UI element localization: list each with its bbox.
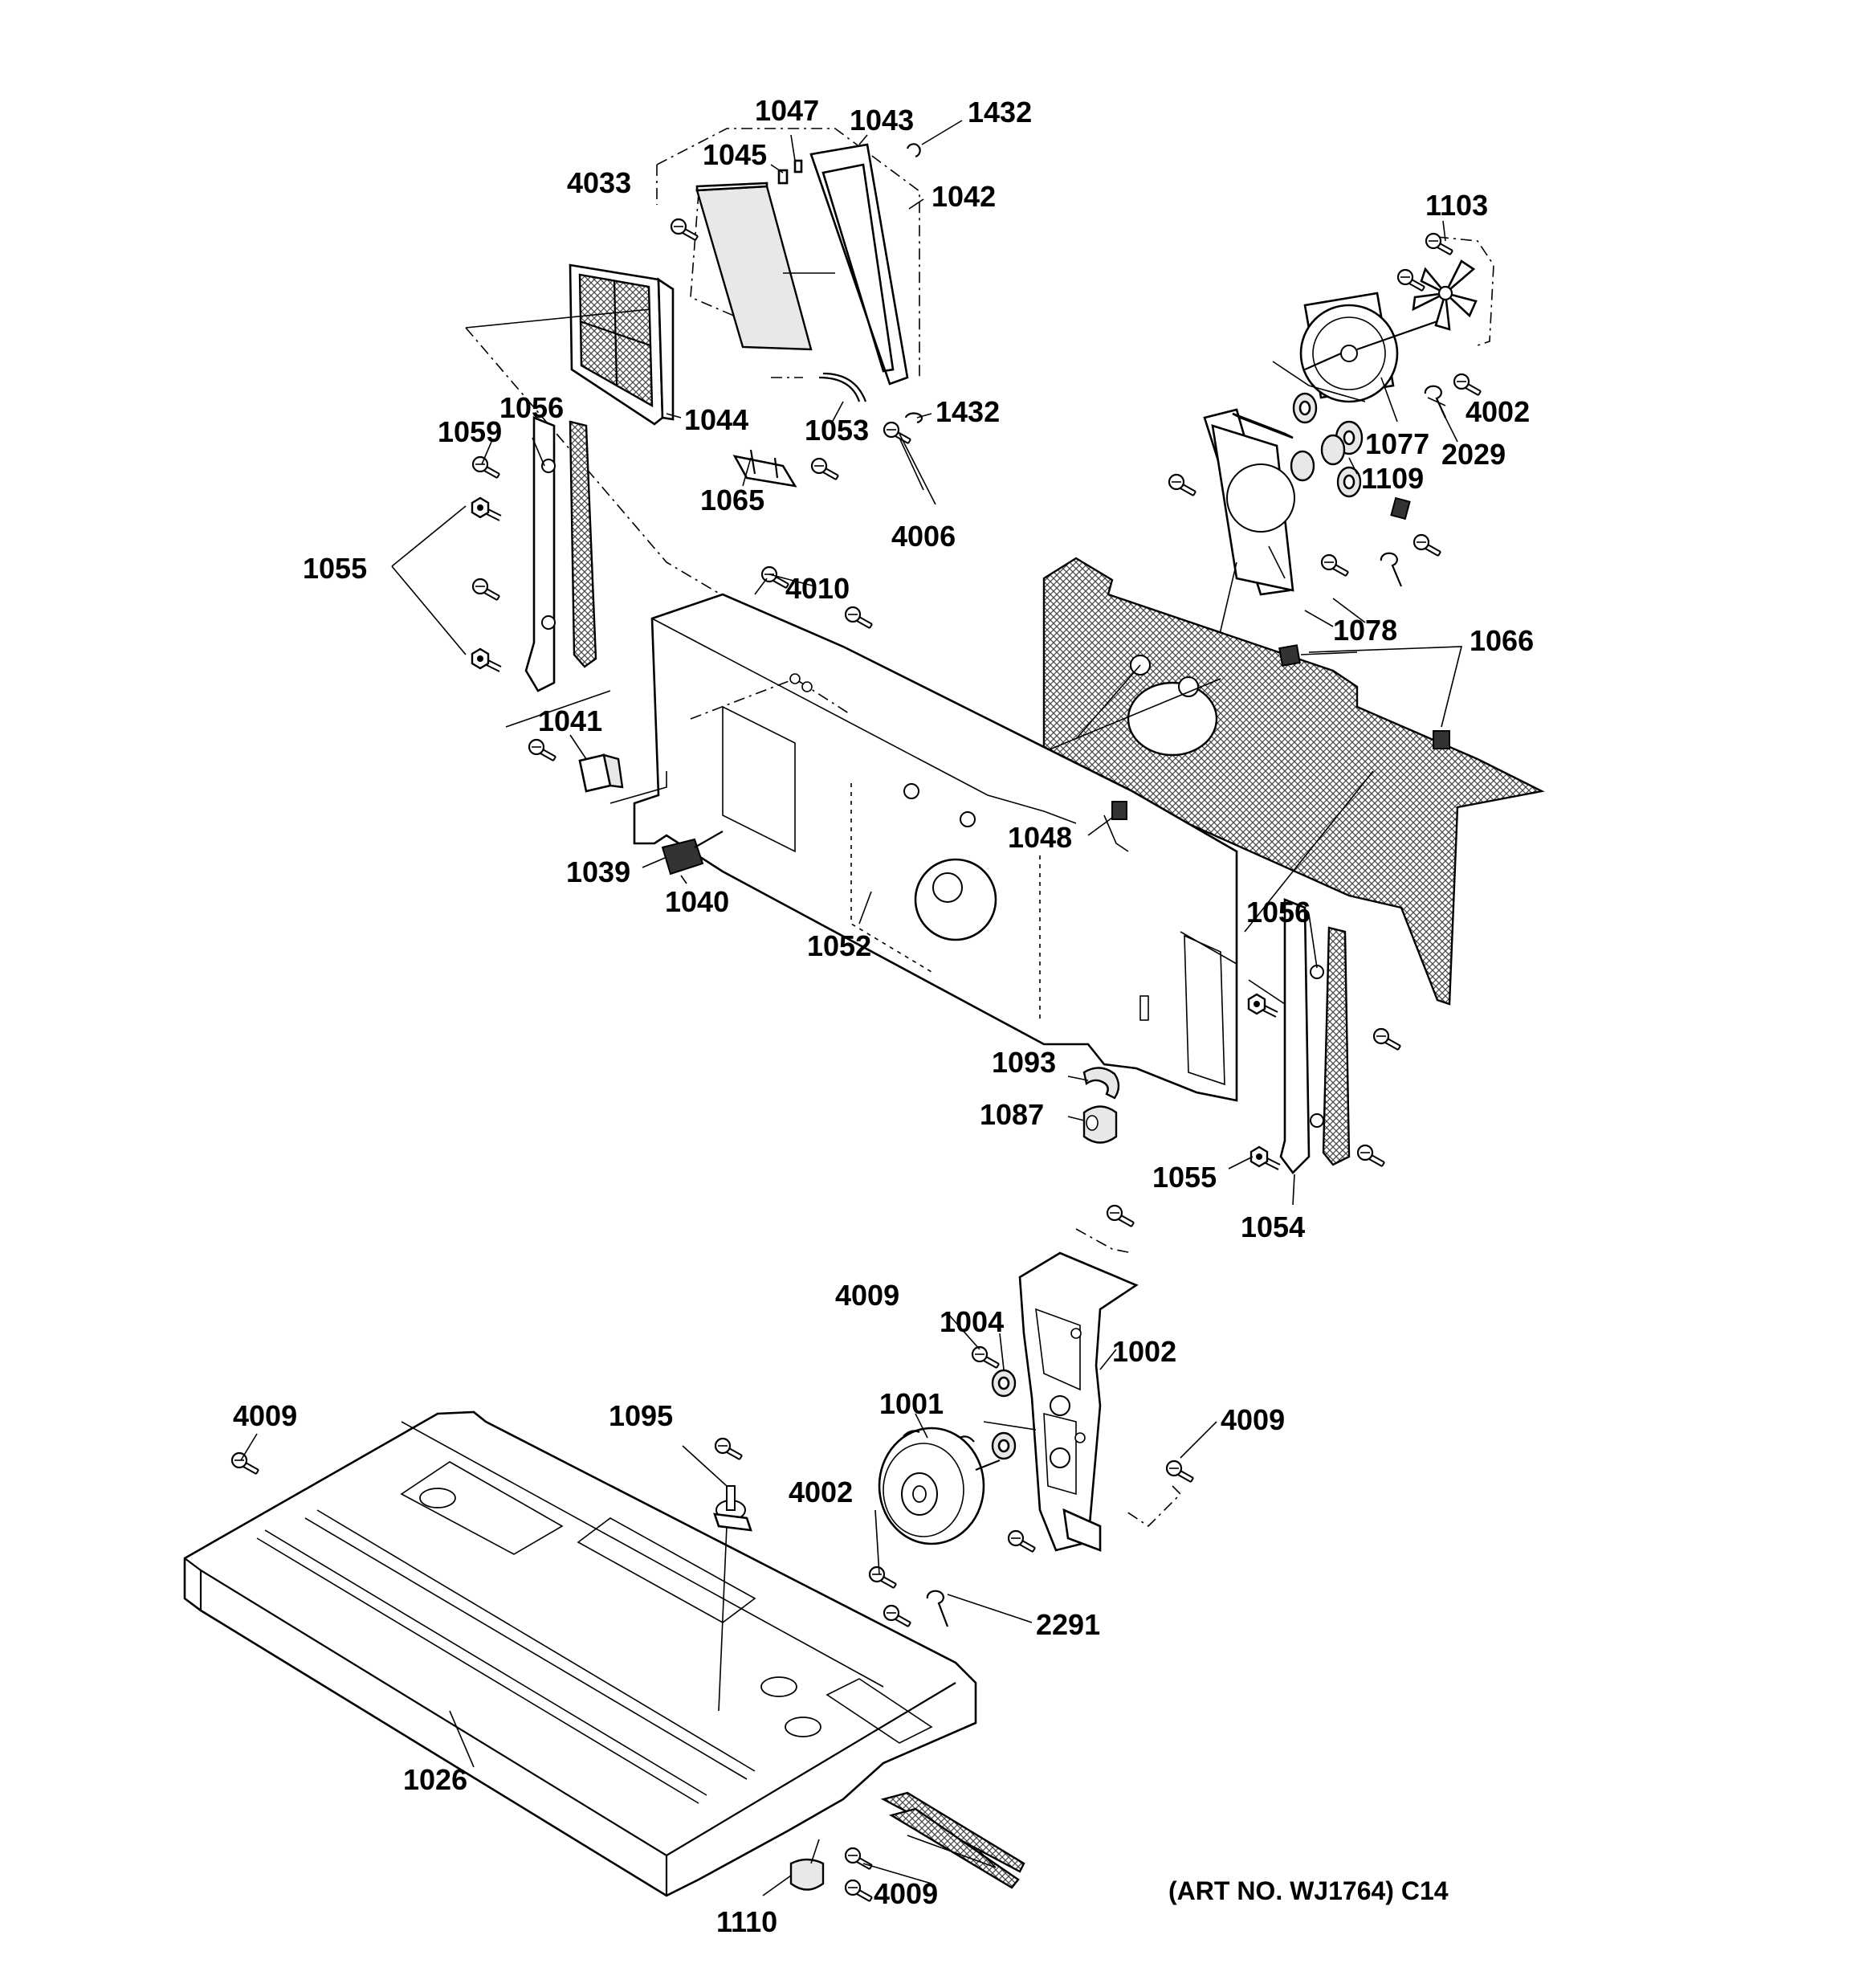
callout-2029: 2029 [1441, 438, 1506, 471]
callout-1109: 1109 [1361, 462, 1424, 495]
callout-4009: 4009 [835, 1279, 899, 1312]
callout-1054: 1054 [1241, 1210, 1305, 1243]
callout-1039: 1039 [566, 855, 630, 888]
callout-1053: 1053 [805, 414, 869, 447]
callout-1001: 1001 [879, 1387, 944, 1420]
callout-1103: 1103 [1425, 189, 1488, 222]
callout-1052: 1052 [807, 929, 871, 962]
callout-1066: 1066 [1470, 624, 1534, 657]
callout-1432: 1432 [936, 395, 1000, 428]
callout-1087: 1087 [980, 1098, 1044, 1131]
callout-1047: 1047 [755, 94, 819, 127]
callout-1002: 1002 [1112, 1335, 1176, 1368]
callout-1040: 1040 [665, 885, 729, 918]
callout-1055: 1055 [1152, 1161, 1217, 1194]
callout-1048: 1048 [1008, 821, 1072, 854]
callout-1041: 1041 [538, 704, 602, 737]
leader-lines [240, 120, 1463, 1896]
callout-1059: 1059 [438, 415, 502, 448]
callout-1077: 1077 [1365, 427, 1429, 460]
callout-1078: 1078 [1333, 614, 1397, 647]
callout-1110: 1110 [716, 1905, 777, 1938]
callout-labels: 1047 1043 1432 1045 1042 4033 1103 1044 … [233, 94, 1534, 1938]
blower-motor-assembly [868, 1204, 1195, 1628]
callout-1093: 1093 [992, 1046, 1056, 1079]
callout-1055: 1055 [303, 552, 367, 585]
callout-1004: 1004 [940, 1305, 1004, 1338]
callout-4006: 4006 [891, 520, 956, 553]
callout-1065: 1065 [700, 484, 764, 516]
callout-1095: 1095 [609, 1399, 673, 1432]
callout-4009: 4009 [1221, 1403, 1285, 1436]
callout-4009: 4009 [233, 1399, 297, 1432]
base-pan [183, 1410, 1025, 1903]
filter-assembly [465, 128, 924, 692]
fan-motor-assembly [1168, 232, 1494, 700]
callout-2291: 2291 [1036, 1608, 1100, 1641]
left-side-seals [471, 416, 597, 692]
callout-1026: 1026 [403, 1763, 467, 1796]
grommets [1082, 1067, 1120, 1144]
art-number-note: (ART NO. WJ1764) C14 [1168, 1876, 1449, 1905]
callout-1056: 1056 [1246, 896, 1311, 929]
callout-4002: 4002 [1466, 395, 1530, 428]
callout-1042: 1042 [932, 180, 996, 213]
callout-1044: 1044 [684, 403, 748, 436]
callout-4010: 4010 [785, 572, 850, 605]
bulkhead-panel [505, 565, 1238, 1102]
callout-1043: 1043 [850, 104, 914, 137]
callout-4002: 4002 [789, 1476, 853, 1508]
callout-1056: 1056 [499, 391, 564, 424]
callout-4033: 4033 [567, 166, 631, 199]
callout-4009: 4009 [874, 1877, 938, 1910]
right-side-seals [1247, 898, 1402, 1174]
callout-1045: 1045 [703, 138, 767, 171]
callout-1432: 1432 [968, 96, 1032, 129]
insulation-panel [802, 557, 1545, 1006]
